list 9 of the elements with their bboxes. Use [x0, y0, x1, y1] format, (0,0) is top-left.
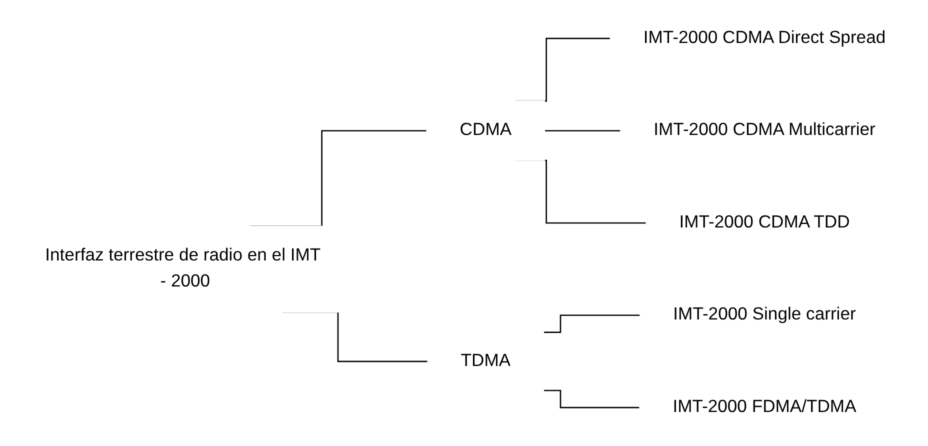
- node-text: IMT-2000 CDMA Direct Spread: [643, 28, 886, 48]
- connector: [544, 314, 640, 333]
- connector: [544, 390, 640, 408]
- node-text: IMT-2000 CDMA Multicarrier: [654, 120, 876, 140]
- node-text: IMT-2000 Single carrier: [673, 305, 856, 324]
- connector: [544, 130, 621, 132]
- node-text: IMT-2000 FDMA/TDMA: [672, 398, 856, 416]
- node-text: TDMA: [460, 352, 511, 370]
- node-text: IMT-2000 CDMA TDD: [679, 213, 850, 232]
